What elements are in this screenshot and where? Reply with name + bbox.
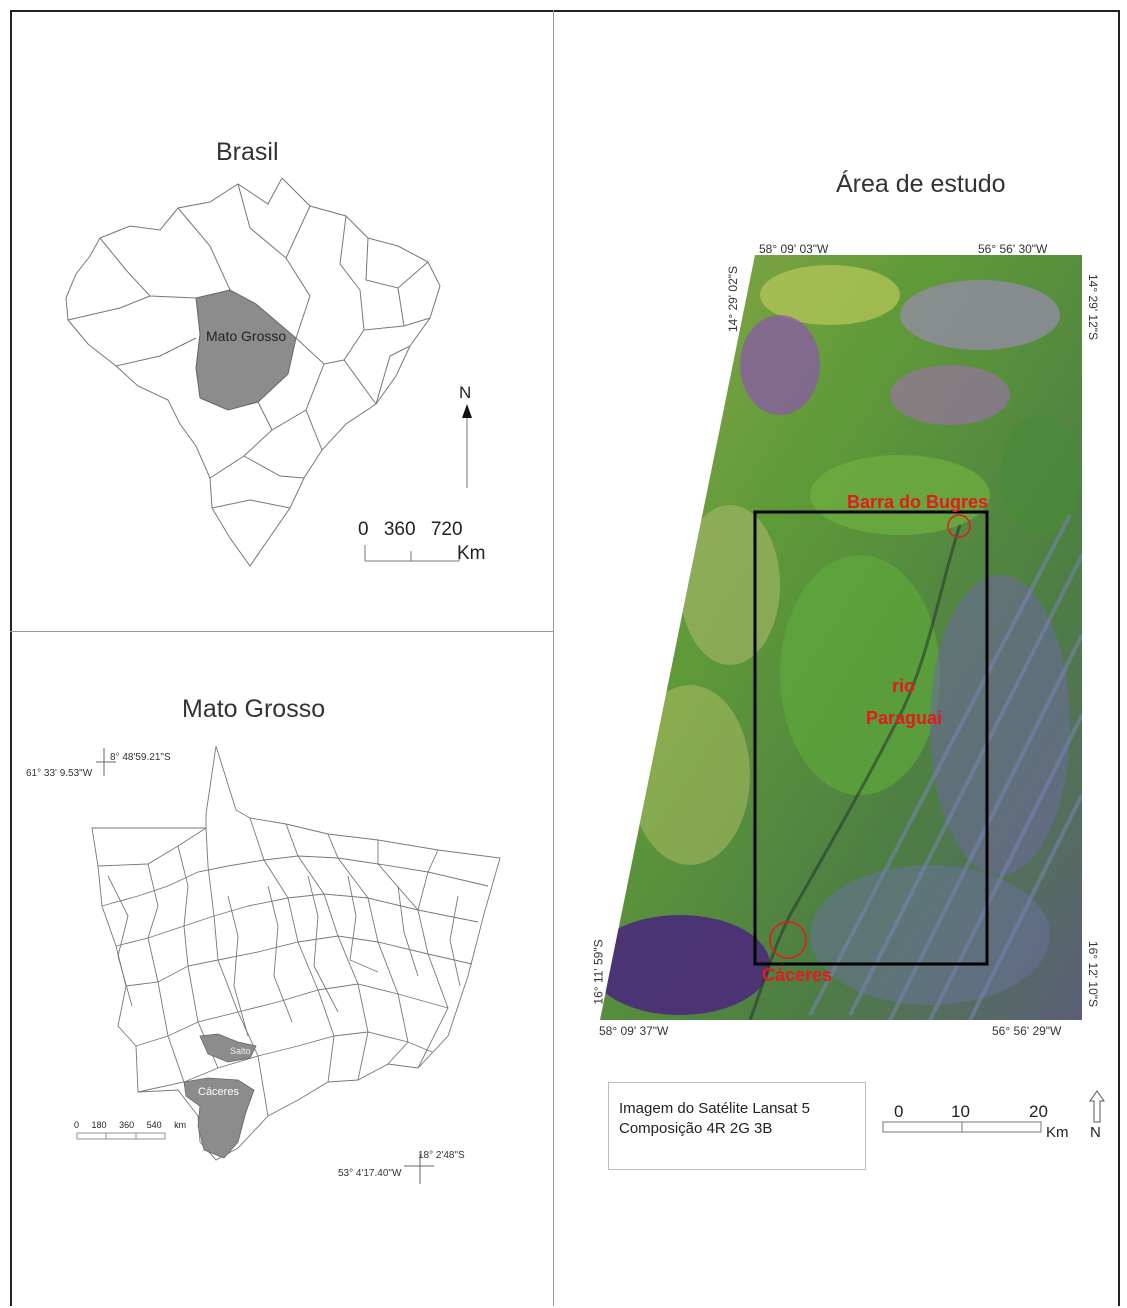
brasil-scale-unit: Km — [457, 543, 486, 564]
study-area-title: Área de estudo — [836, 170, 1006, 198]
mt-scale-ticks: 0 180 360 540 km — [74, 1120, 187, 1130]
study-coord-bottom-left: 58° 09' 37"W — [599, 1024, 669, 1038]
study-coord-top-left: 58° 09' 03"W — [759, 242, 829, 256]
rio-paraguai-label-2: Paraguai — [866, 708, 943, 728]
legend-box: Imagem do Satélite Lansat 5 Composição 4… — [608, 1082, 866, 1170]
study-coord-bottom-right: 56° 56' 29"W — [992, 1024, 1062, 1038]
brasil-scale-ticks: 0 360 720 — [358, 519, 463, 540]
mato-grosso-label: Mato Grosso — [206, 328, 287, 344]
mt-municipalities-map — [91, 746, 501, 1161]
caceres-label-mt: Cáceres — [198, 1086, 239, 1098]
study-north-arrow-icon — [1089, 1090, 1105, 1123]
mt-coord-top-lon: 61° 33' 9.53"W — [26, 768, 93, 779]
legend-line-1: Imagem do Satélite Lansat 5 — [619, 1100, 810, 1117]
brasil-title: Brasil — [216, 138, 279, 166]
salto-label: Salto — [230, 1046, 251, 1056]
study-scale-tick-20: 20 — [1029, 1102, 1048, 1121]
panel-divider-vertical — [553, 10, 554, 1306]
study-scale-tick-10: 10 — [951, 1102, 970, 1121]
mt-title: Mato Grosso — [182, 695, 326, 723]
study-north-label: N — [1090, 1124, 1101, 1141]
brasil-north-arrow-icon — [462, 404, 472, 488]
mt-coord-bottom-lat: 18° 2'48"S — [418, 1150, 465, 1161]
figure-frame — [10, 10, 1120, 1306]
panel-divider-horizontal — [10, 631, 553, 632]
caceres-label: Cáceres — [762, 965, 833, 985]
study-coord-right-top: 14° 29' 12"S — [1086, 273, 1101, 341]
study-area-rectangle — [753, 510, 989, 966]
study-coord-right-bottom: 16° 12' 10"S — [1086, 940, 1101, 1008]
rio-paraguai-label-1: rio — [892, 676, 916, 696]
mt-coord-marker-bottom — [404, 1154, 434, 1184]
caceres-marker — [769, 921, 807, 959]
barra-do-bugres-marker — [947, 514, 971, 538]
mt-coord-top-lat: 8° 48'59.21"S — [110, 752, 171, 763]
mt-coord-marker-top — [96, 748, 116, 776]
satellite-image — [600, 255, 1082, 1020]
study-scale-bar — [882, 1121, 1042, 1133]
brasil-north-label: N — [459, 383, 472, 402]
mt-coord-bottom-lon: 53° 4'17.40"W — [338, 1168, 402, 1179]
salto-highlight — [199, 1033, 257, 1063]
brasil-map — [65, 178, 441, 567]
mato-grosso-highlight — [195, 289, 297, 411]
mt-outline — [91, 746, 501, 1161]
caceres-highlight — [183, 1077, 255, 1159]
study-scale-tick-0: 0 — [894, 1102, 904, 1121]
brasil-scale-bar — [364, 545, 460, 562]
study-scale-unit: Km — [1046, 1124, 1069, 1141]
study-coord-top-right: 56° 56' 30"W — [978, 242, 1048, 256]
legend-line-2: Composição 4R 2G 3B — [619, 1120, 773, 1137]
mt-scale-bar — [76, 1132, 166, 1140]
barra-do-bugres-label: Barra do Bugres — [847, 492, 989, 512]
brasil-outline — [65, 178, 441, 567]
